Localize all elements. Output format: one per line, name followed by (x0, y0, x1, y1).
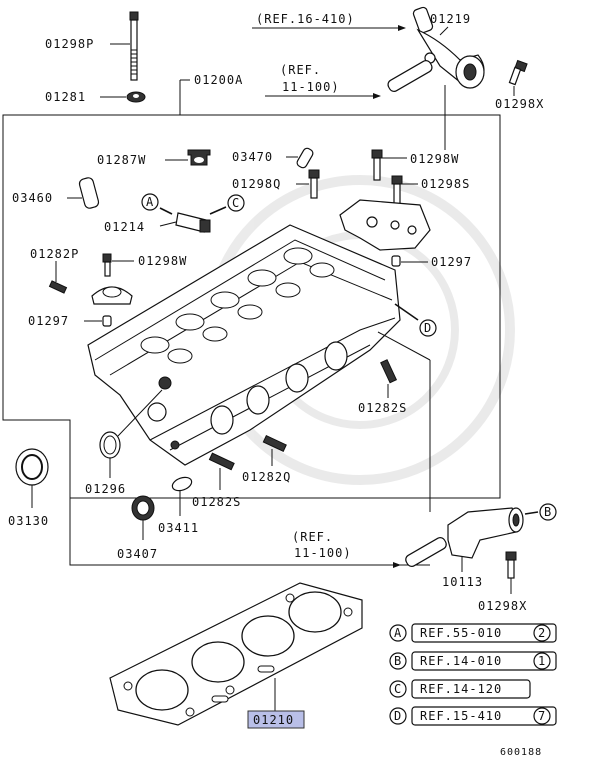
callout-A-top (141, 193, 159, 211)
water-fitting-10113-icon (447, 507, 524, 559)
stud-01282P-icon (48, 280, 68, 294)
label-01282Q: 01282Q (242, 470, 291, 484)
head-gasket-01210-icon (109, 582, 363, 726)
bolt-01298P-icon (129, 11, 139, 81)
seal-01296-icon (99, 431, 121, 459)
ref-bottom-text-2: 11-100) (294, 546, 352, 560)
legend-letter-A: A (394, 626, 402, 640)
dowel-03460-icon (78, 177, 100, 209)
legend-letter-C: C (394, 682, 402, 696)
label-03130: 03130 (8, 514, 49, 528)
hose-pipe-icon (387, 60, 433, 92)
label-01298W-top: 01298W (410, 152, 459, 166)
label-03460: 03460 (12, 191, 53, 205)
label-01298W-mid: 01298W (138, 254, 187, 268)
label-01219: 01219 (430, 12, 471, 26)
label-01200A: 01200A (194, 73, 243, 87)
legend-letter-B: B (394, 654, 402, 668)
oil-cap-01287W-icon (187, 149, 211, 166)
label-01298X-bottom: 01298X (478, 599, 527, 613)
callout-D-top-letter: D (424, 321, 432, 335)
stud-01282S-right-icon (380, 359, 398, 384)
water-outlet-01219-icon (412, 6, 485, 89)
bolt-01298W-top-icon (371, 149, 383, 181)
callout-D-top (419, 319, 437, 337)
part-highlight-01210[interactable] (247, 710, 305, 729)
legend-num-A: 2 (538, 626, 546, 640)
ref-bottom-text-1: (REF. (292, 530, 333, 544)
bolt-01298S-icon (391, 175, 403, 207)
dowel-01297-left-icon (102, 315, 112, 327)
label-01214: 01214 (104, 220, 145, 234)
label-01282S-right: 01282S (358, 401, 407, 415)
legend-letter-D: D (394, 709, 402, 723)
label-01297-left: 01297 (28, 314, 69, 328)
label-01282P: 01282P (30, 247, 79, 261)
label-01281: 01281 (45, 90, 86, 104)
ref-mid-text-2: 11-100) (282, 80, 340, 94)
bolt-01298W-mid-icon (102, 253, 112, 277)
legend-ref-A: REF.55-010 (420, 626, 502, 640)
diagram-id: 600188 (500, 747, 542, 758)
nut-01281-icon (126, 91, 146, 103)
bolt-01298Q-icon (308, 169, 320, 199)
callout-B-top (539, 503, 557, 521)
legend: A REF.55-010 2 B REF.14-010 1 C REF.14-1… (389, 623, 557, 726)
legend-row-D: D REF.15-410 7 (389, 706, 557, 726)
label-03407: 03407 (117, 547, 158, 561)
label-01297-right: 01297 (431, 255, 472, 269)
label-01296: 01296 (85, 482, 126, 496)
ref-top-text: (REF.16-410) (256, 12, 355, 26)
seal-03407-icon (131, 495, 155, 521)
pin-03470-icon (296, 147, 314, 169)
bolt-01298X-top-icon (508, 59, 528, 86)
hose-pipe-bottom-icon (405, 537, 447, 567)
label-01298Q: 01298Q (232, 177, 281, 191)
legend-num-B: 1 (538, 654, 546, 668)
label-01210: 01210 (253, 713, 294, 727)
legend-row-C: C REF.14-120 (389, 679, 531, 699)
dowel-01297-right-icon (391, 255, 401, 267)
engine-hanger-bracket-icon (339, 199, 431, 251)
temp-sensor-01214-icon (175, 212, 211, 233)
label-01298P: 01298P (45, 37, 94, 51)
cylinder-head-icon (87, 224, 401, 466)
stud-01282Q-icon (262, 434, 287, 452)
legend-row-B: B REF.14-010 1 (389, 651, 557, 671)
cam-cap-icon (91, 286, 133, 305)
ref-mid-text-1: (REF. (280, 63, 321, 77)
legend-row-A: A REF.55-010 2 (389, 623, 557, 643)
stud-01282S-bottom-icon (208, 452, 235, 471)
oil-seal-03130-icon (15, 448, 49, 486)
label-01282S-bottom: 01282S (192, 495, 241, 509)
label-10113: 10113 (442, 575, 483, 589)
callout-C-top-letter: C (232, 196, 240, 210)
label-01298S-top: 01298S (421, 177, 470, 191)
label-01287W: 01287W (97, 153, 146, 167)
oring-03411-icon (171, 476, 193, 492)
legend-ref-C: REF.14-120 (420, 682, 502, 696)
callout-B-top-letter: B (544, 505, 552, 519)
bolt-01298X-bottom-icon (505, 551, 517, 579)
legend-num-D: 7 (538, 709, 546, 723)
label-01298X-top: 01298X (495, 97, 544, 111)
label-03470: 03470 (232, 150, 273, 164)
label-03411: 03411 (158, 521, 199, 535)
legend-ref-D: REF.15-410 (420, 709, 502, 723)
callout-C-top (227, 194, 245, 212)
legend-ref-B: REF.14-010 (420, 654, 502, 668)
callout-A-top-letter: A (146, 195, 154, 209)
